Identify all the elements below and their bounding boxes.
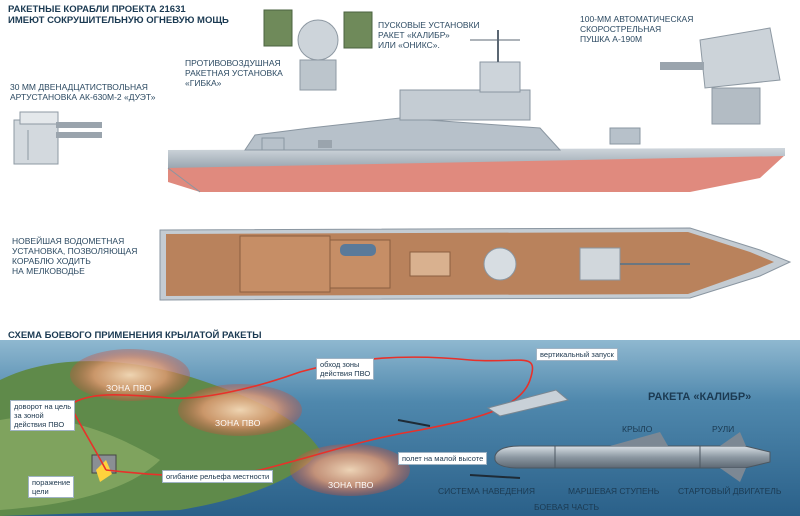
air-defense-zone-1 — [70, 349, 190, 401]
part-rudders: Рули — [712, 424, 735, 434]
zone-label-3: Зона ПВО — [328, 480, 374, 490]
missile-title: Ракета «Калибр» — [648, 391, 752, 403]
a190-gun-illustration — [660, 27, 781, 125]
kalibr-missile-illustration — [494, 432, 771, 482]
ak630-turret-illustration — [13, 111, 102, 165]
zone-label-2: Зона ПВО — [215, 418, 261, 428]
missile-low-icon — [469, 474, 521, 479]
ship-launch-icon — [486, 389, 570, 417]
a190-label: 100-мм автоматическаяскорострельнаяпушка… — [580, 14, 694, 44]
air-defense-zone-2 — [178, 384, 302, 436]
air-defense-zone-3 — [290, 444, 410, 496]
tag-terrain-following: огибание рельефа местности — [162, 470, 274, 483]
ship-top-view — [159, 227, 792, 301]
part-sustainer: Маршевая ступень — [568, 486, 660, 496]
ak630-label: 30 мм двенадцатиствольнаяартустановка АК… — [10, 82, 156, 102]
explosion-icon — [96, 460, 112, 482]
tag-vertical-launch: вертикальный запуск — [536, 348, 618, 361]
part-wing: Крыло — [622, 424, 653, 434]
launchers-label: Пусковые установкиракет «Калибр»или «Они… — [378, 20, 480, 50]
header-line-2: имеют сокрушительную огневую мощь — [8, 15, 229, 26]
scheme-title: Схема боевого применения крылатой ракеты — [8, 330, 262, 341]
gibka-launcher-illustration — [263, 9, 373, 91]
gibka-label: Противовоздушнаяракетная установка«Гибка… — [185, 58, 283, 88]
zone-label-1: Зона ПВО — [106, 383, 152, 393]
tag-low-altitude: полет на малой высоте — [398, 452, 488, 465]
header-line-1: Ракетные корабли проекта 21631 — [8, 4, 186, 15]
part-guidance: Система наведения — [438, 486, 536, 496]
part-booster: Стартовый двигатель — [678, 486, 782, 496]
waterjet-label: Новейшая водометнаяустановка, позволяюща… — [12, 236, 138, 276]
missile-cruise-icon — [397, 419, 431, 427]
part-warhead: Боевая часть — [534, 502, 600, 512]
ship-side-view — [167, 30, 785, 193]
missile-flight-path — [68, 356, 534, 477]
